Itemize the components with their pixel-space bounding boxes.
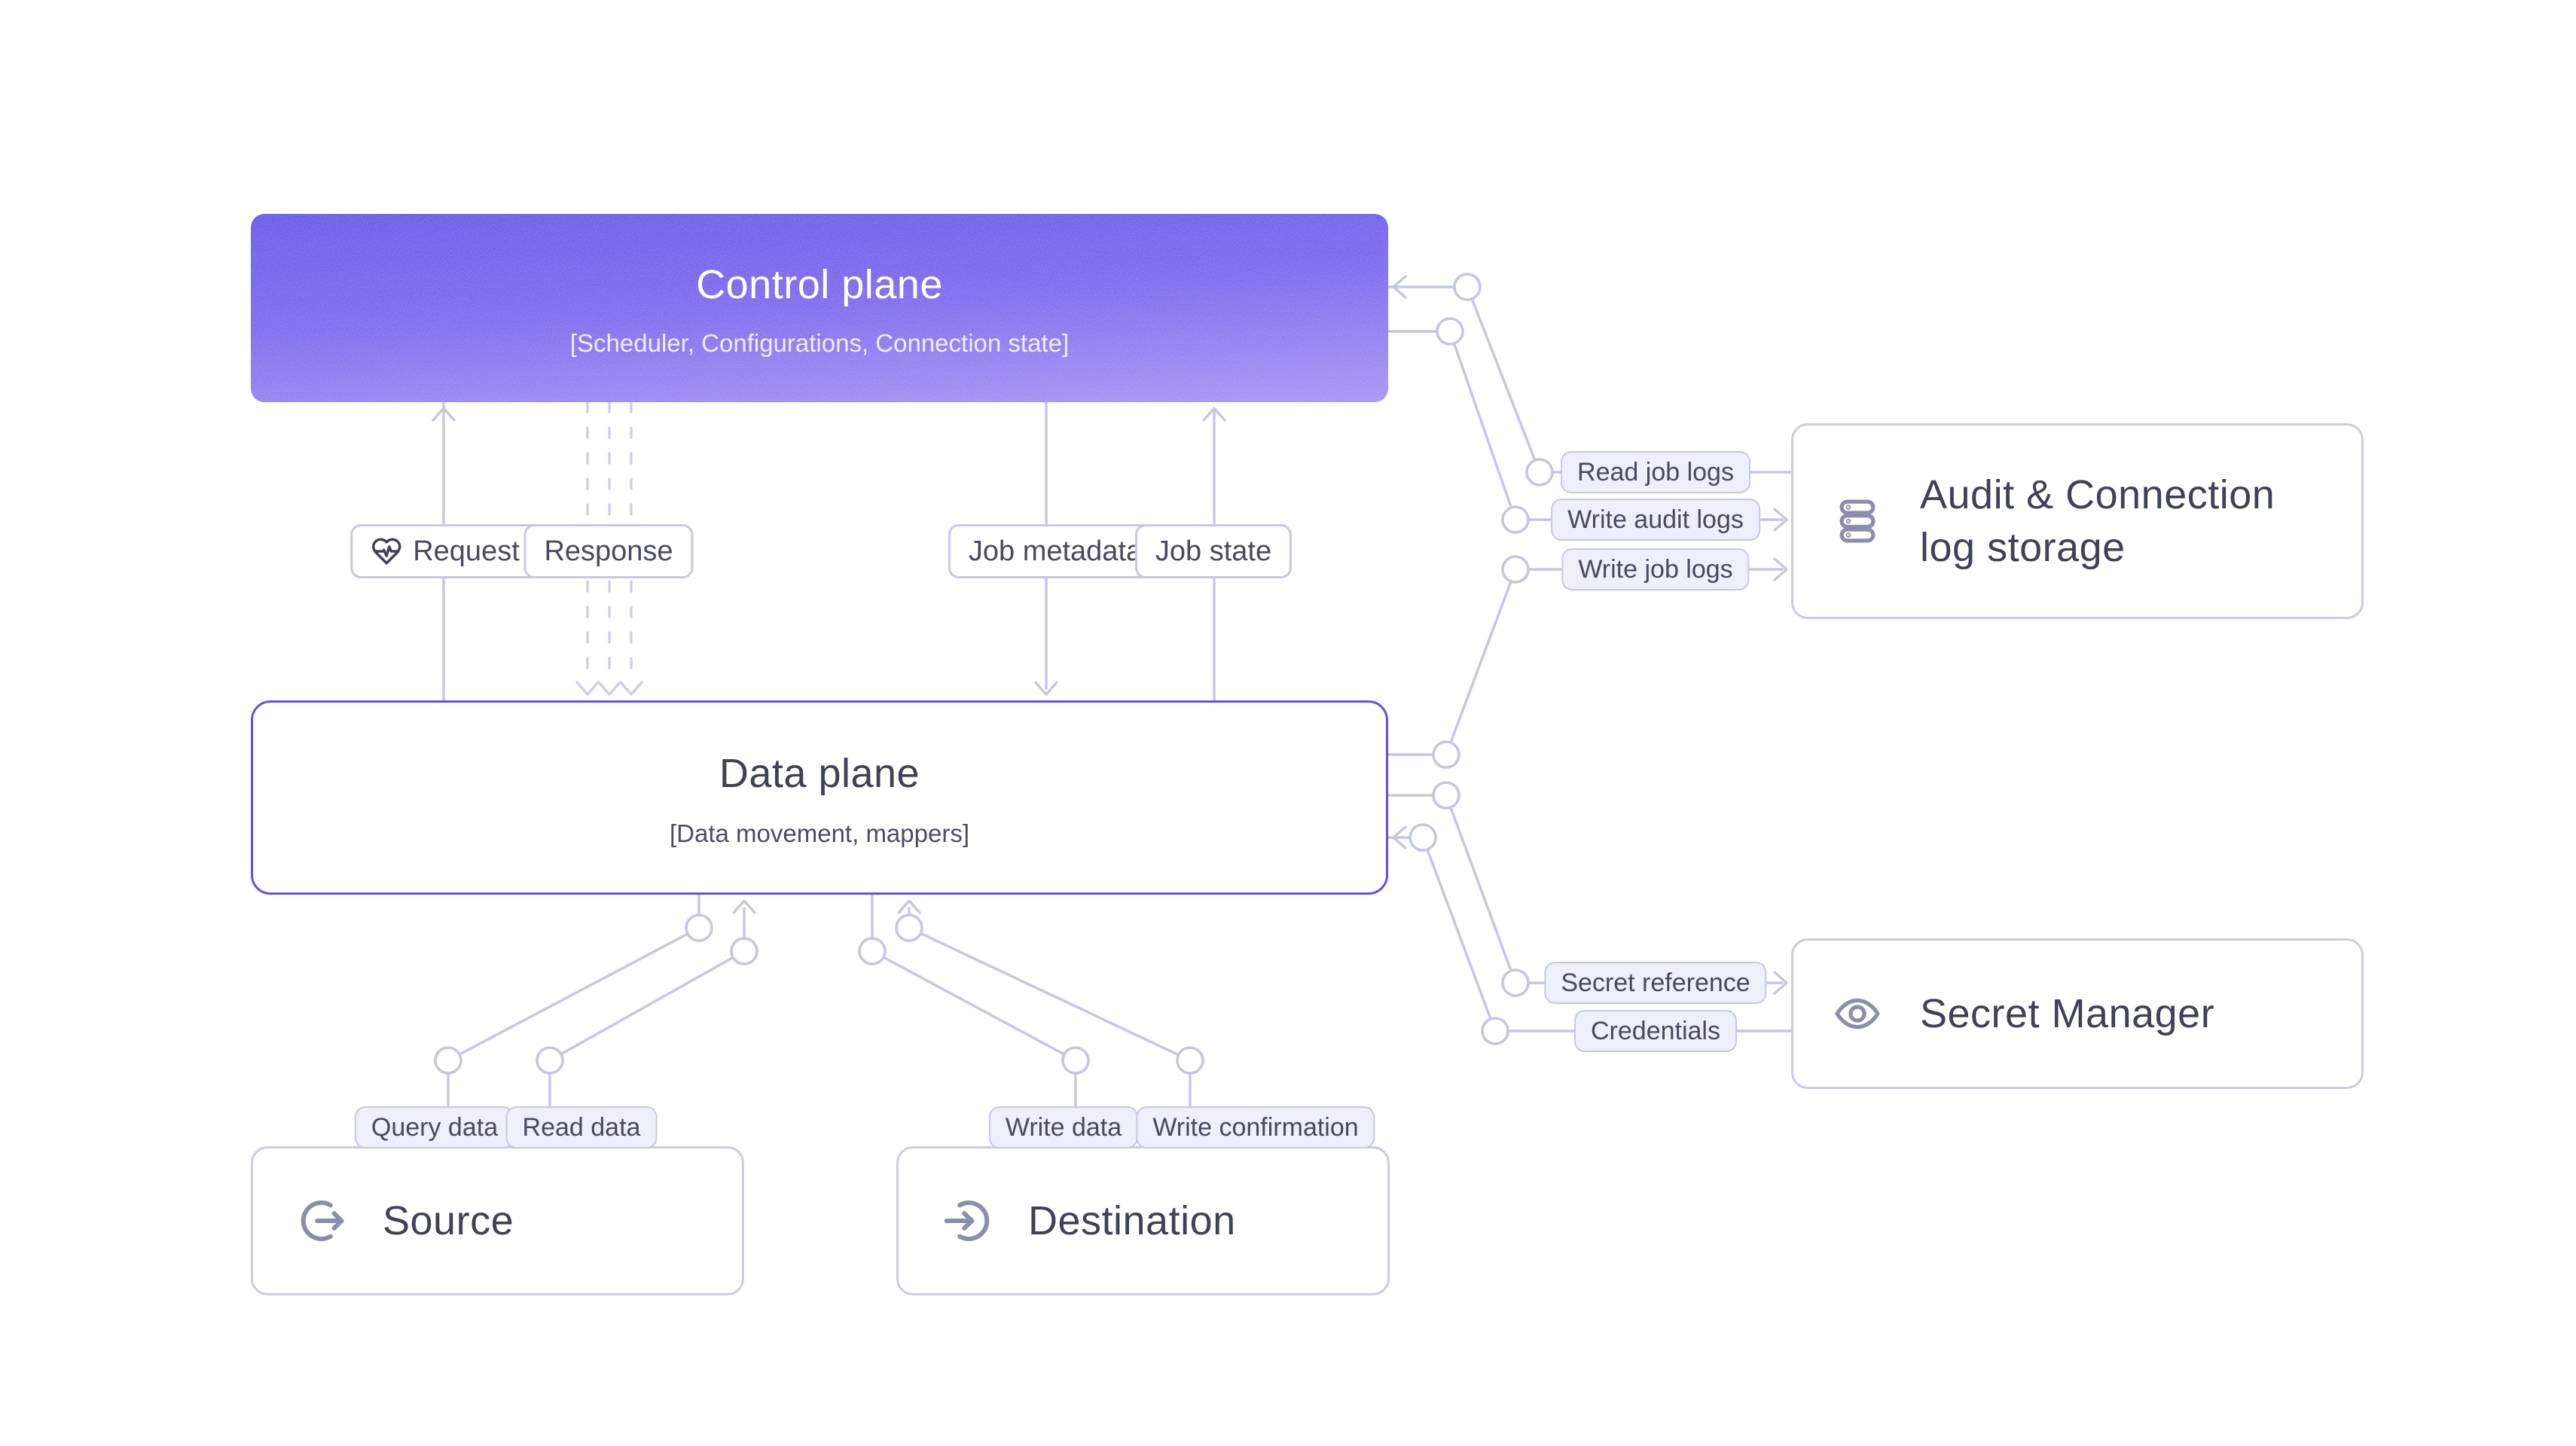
edge-label-credentials: Credentials [1574,1010,1737,1052]
heart-pulse-icon [371,535,402,567]
arrow-right-write-job-logs [1773,557,1788,581]
data-plane-title: Data plane [719,750,920,796]
arrow-down-response-3 [619,681,643,696]
edge-label-write-data: Write data [988,1106,1139,1149]
node-destination: Destination [896,1146,1390,1295]
arrow-down-job-metadata [1034,681,1058,696]
edge-label-read-data: Read data [505,1106,658,1149]
edge-label-request: Request [350,524,540,578]
server-stack-icon [1833,496,1882,546]
arrow-up-read-data [732,899,756,914]
edge-label-read-job-logs: Read job logs [1561,451,1750,493]
arrow-right-write-audit-logs [1773,508,1788,532]
secret-manager-title: Secret Manager [1920,990,2215,1036]
node-secret-manager: Secret Manager [1791,938,2364,1089]
node-audit-log-storage: Audit & Connection log storage [1791,423,2364,619]
edge-label-job-state: Job state [1134,524,1293,578]
control-plane-subtitle: [Scheduler, Configurations, Connection s… [569,329,1070,358]
arrow-left-credentials [1392,825,1407,850]
junction-circles [434,273,1554,1075]
node-source: Source [251,1146,744,1295]
arrow-up-write-confirmation [897,899,921,914]
edge-label-secret-reference: Secret reference [1544,962,1767,1004]
source-output-icon [295,1194,349,1248]
audit-log-storage-title: Audit & Connection log storage [1920,471,2275,570]
destination-input-icon [941,1194,995,1248]
grain-texture [251,214,1388,402]
destination-title: Destination [1028,1197,1236,1243]
data-plane-subtitle: [Data movement, mappers] [670,819,969,848]
node-control-plane: Control plane [Scheduler, Configurations… [251,214,1388,402]
edge-label-response: Response [523,524,694,578]
edge-label-write-job-logs: Write job logs [1561,548,1750,590]
control-plane-title: Control plane [696,261,943,307]
arrow-left-read-job-logs [1392,275,1407,299]
arrow-down-response-2 [597,681,621,696]
node-data-plane: Data plane [Data movement, mappers] [251,700,1388,895]
arrow-down-response-1 [575,681,600,696]
arrow-up-request [432,407,456,422]
edge-label-write-audit-logs: Write audit logs [1551,499,1760,541]
edge-label-query-data: Query data [354,1106,515,1149]
arrow-right-secret-reference [1773,971,1788,995]
source-title: Source [383,1197,514,1243]
edge-label-write-confirmation: Write confirmation [1136,1106,1375,1149]
eye-icon [1833,989,1882,1039]
edge-label-job-metadata: Job metadata [948,524,1163,578]
arrow-up-job-state [1202,407,1226,422]
